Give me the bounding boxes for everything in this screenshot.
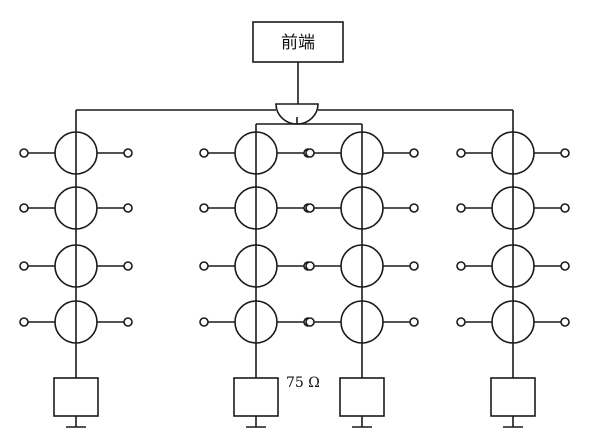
tap-off-unit	[456, 244, 570, 288]
outlet-port-icon	[305, 317, 315, 327]
tap-off-unit	[305, 131, 419, 175]
outlet-port-icon	[560, 148, 570, 158]
tap-off-unit	[199, 186, 313, 230]
outlet-port-icon	[409, 261, 419, 271]
outlet-port-icon	[560, 317, 570, 327]
tap-off-unit	[199, 300, 313, 344]
terminator-box	[490, 377, 536, 417]
outlet-port-icon	[456, 203, 466, 213]
outlet-port-icon	[409, 317, 419, 327]
outlet-port-icon	[199, 261, 209, 271]
outlet-port-icon	[123, 261, 133, 271]
outlet-port-icon	[409, 203, 419, 213]
outlet-port-icon	[123, 317, 133, 327]
terminator-box	[339, 377, 385, 417]
branch	[456, 110, 570, 428]
terminator-impedance-label: 75 Ω	[286, 375, 320, 391]
outlet-port-icon	[456, 317, 466, 327]
outlet-port-icon	[456, 148, 466, 158]
tap-off-unit	[19, 244, 133, 288]
terminator-box	[53, 377, 99, 417]
tap-off-unit	[19, 300, 133, 344]
tap-off-unit	[305, 186, 419, 230]
tap-off-unit	[305, 300, 419, 344]
outlet-port-icon	[456, 261, 466, 271]
tap-off-unit	[456, 300, 570, 344]
tap-off-unit	[456, 186, 570, 230]
headend-block: 前端	[252, 21, 344, 63]
outlet-port-icon	[560, 261, 570, 271]
outlet-port-icon	[560, 203, 570, 213]
terminator-box	[233, 377, 279, 417]
headend-label: 前端	[281, 33, 315, 53]
tap-off-unit	[456, 131, 570, 175]
outlet-port-icon	[305, 203, 315, 213]
tap-off-unit	[19, 131, 133, 175]
outlet-port-icon	[19, 261, 29, 271]
branch	[199, 124, 313, 428]
tap-off-unit	[305, 244, 419, 288]
outlet-port-icon	[199, 317, 209, 327]
outlet-port-icon	[19, 317, 29, 327]
outlet-port-icon	[199, 148, 209, 158]
tap-off-unit	[199, 244, 313, 288]
tap-off-unit	[19, 186, 133, 230]
outlet-port-icon	[19, 203, 29, 213]
outlet-port-icon	[199, 203, 209, 213]
tap-off-unit	[199, 131, 313, 175]
outlet-port-icon	[409, 148, 419, 158]
branches	[19, 110, 570, 428]
branch	[19, 110, 133, 428]
outlet-port-icon	[123, 203, 133, 213]
outlet-port-icon	[305, 261, 315, 271]
outlet-port-icon	[19, 148, 29, 158]
outlet-port-icon	[305, 148, 315, 158]
outlet-port-icon	[123, 148, 133, 158]
branch	[305, 124, 419, 428]
